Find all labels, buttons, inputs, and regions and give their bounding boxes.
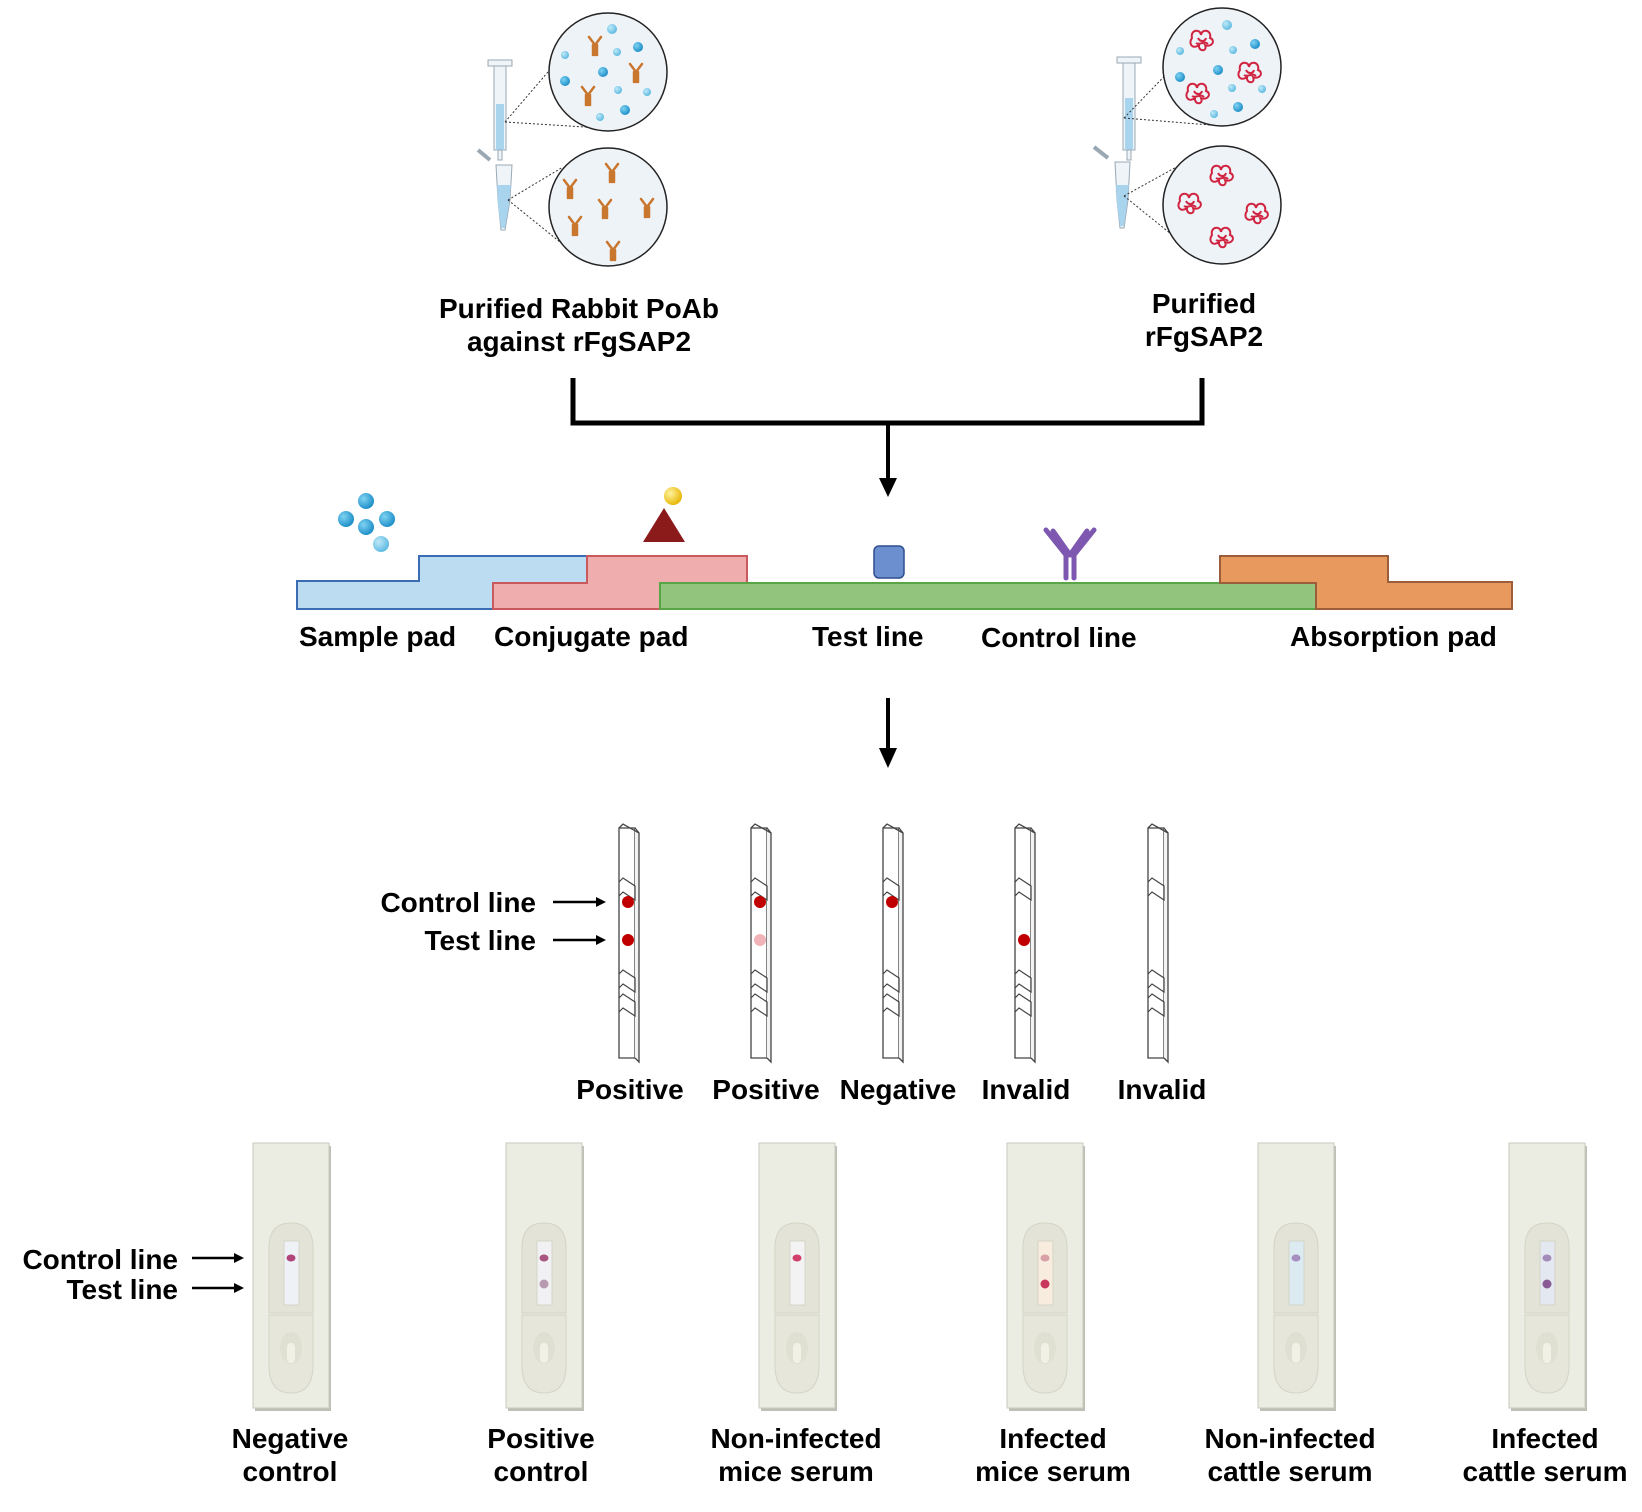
schematic-strip [1147, 823, 1169, 1063]
schematic-strip [750, 823, 772, 1063]
test-line-dot [622, 934, 634, 946]
merge-bracket [570, 378, 1205, 497]
test-cassette [1257, 1142, 1336, 1411]
schematic-result-label: Positive [712, 1074, 820, 1105]
schematic-strips [618, 823, 1169, 1063]
sample-particles-icon [338, 493, 395, 552]
left-zoom-circle-top [504, 12, 668, 132]
test-line-mark [1542, 1279, 1552, 1289]
membrane-shape [659, 582, 1317, 610]
lfa-strip-diagram [296, 487, 1513, 768]
cassette-label-line2: control [493, 1456, 589, 1487]
test-line-dot [754, 934, 766, 946]
conjugate-pad-label: Conjugate pad [494, 621, 689, 652]
schematic-control-line-label: Control line [380, 887, 536, 918]
absorption-pad-shape [1219, 555, 1513, 610]
control-line-dot [622, 896, 634, 908]
cassette-label-line2: cattle serum [1462, 1456, 1628, 1487]
control-antibody-icon [1043, 527, 1097, 581]
gold-conjugate-icon [643, 487, 685, 542]
cassette-label-line1: Non-infected [1204, 1423, 1376, 1454]
test-cassette [1508, 1142, 1587, 1411]
cassette-label-line2: mice serum [975, 1456, 1131, 1487]
right-reagent-title-line2: rFgSAP2 [1144, 321, 1264, 352]
schematic-strip [882, 823, 904, 1063]
test-line-dot [1018, 934, 1030, 946]
photo-control-line-label: Control line [22, 1244, 178, 1275]
photo-cassettes [252, 1142, 1587, 1411]
schematic-strip [618, 823, 640, 1063]
schematic-strip [1014, 823, 1036, 1063]
photo-test-line-label: Test line [66, 1274, 178, 1305]
right-reagent-title-line1: Purified [1151, 288, 1257, 319]
right-zoom-circle-bottom [1123, 145, 1282, 265]
left-reagent-title-line2: against rFgSAP2 [466, 326, 692, 357]
control-line-label: Control line [981, 622, 1137, 653]
schematic-result-label: Invalid [981, 1074, 1071, 1105]
control-line-mark [1040, 1254, 1050, 1262]
arrow-down-icon [879, 478, 897, 497]
test-cassette [252, 1142, 331, 1411]
control-line-dot [754, 896, 766, 908]
cassette-label-line1: Infected [999, 1423, 1107, 1454]
schematic-test-line-label: Test line [424, 925, 536, 956]
test-antigen-icon [873, 545, 905, 579]
schematic-result-label: Negative [839, 1074, 957, 1105]
cassette-label-line1: Non-infected [710, 1423, 882, 1454]
sample-pad-label: Sample pad [299, 621, 457, 652]
cassette-label-line1: Infected [1491, 1423, 1599, 1454]
photo-arrows [192, 1253, 244, 1293]
control-line-mark [792, 1254, 802, 1262]
test-cassette [1006, 1142, 1085, 1411]
cassette-label-line2: cattle serum [1207, 1456, 1373, 1487]
cassette-label-line1: Negative [231, 1423, 349, 1454]
test-cassette [758, 1142, 837, 1411]
cassette-label-line2: control [242, 1456, 338, 1487]
left-column-tube-icon [476, 59, 513, 231]
control-line-mark [1542, 1254, 1552, 1262]
right-zoom-circle-top [1123, 7, 1282, 127]
right-column-tube-icon [1092, 56, 1142, 229]
left-zoom-circle-bottom [507, 147, 668, 267]
left-reagent-title: Purified Rabbit PoAb against rFgSAP2 [439, 292, 719, 358]
control-line-dot [886, 896, 898, 908]
schematic-result-label: Positive [576, 1074, 684, 1105]
test-line-mark [1040, 1279, 1050, 1289]
test-cassette [505, 1142, 584, 1411]
absorption-pad-label: Absorption pad [1290, 621, 1497, 652]
control-line-mark [1291, 1254, 1301, 1262]
control-line-mark [286, 1254, 296, 1262]
schematic-result-label: Invalid [1117, 1074, 1207, 1105]
cassette-label-line2: mice serum [718, 1456, 874, 1487]
schematic-arrows [553, 897, 606, 945]
cassette-label-line1: Positive [487, 1423, 595, 1454]
test-line-label: Test line [812, 621, 924, 652]
left-reagent-title-line1: Purified Rabbit PoAb [439, 293, 719, 324]
control-line-mark [539, 1254, 549, 1262]
arrow-down-icon [879, 748, 897, 768]
test-line-mark [539, 1279, 549, 1289]
right-reagent-title: Purified rFgSAP2 [1145, 287, 1263, 353]
